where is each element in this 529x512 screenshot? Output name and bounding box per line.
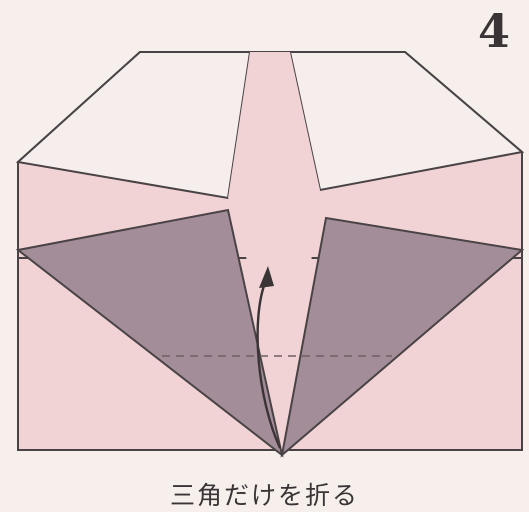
fold-arrow-head-icon: [259, 266, 274, 288]
curved-fold-arrow-icon: [256, 279, 282, 449]
left-shaded-triangle: [15, 208, 284, 458]
center-pink-strip: [228, 52, 320, 455]
instruction-caption: 三角だけを折る: [169, 481, 359, 510]
step-number: 4: [477, 4, 510, 58]
right-shaded-triangle: [280, 216, 525, 458]
